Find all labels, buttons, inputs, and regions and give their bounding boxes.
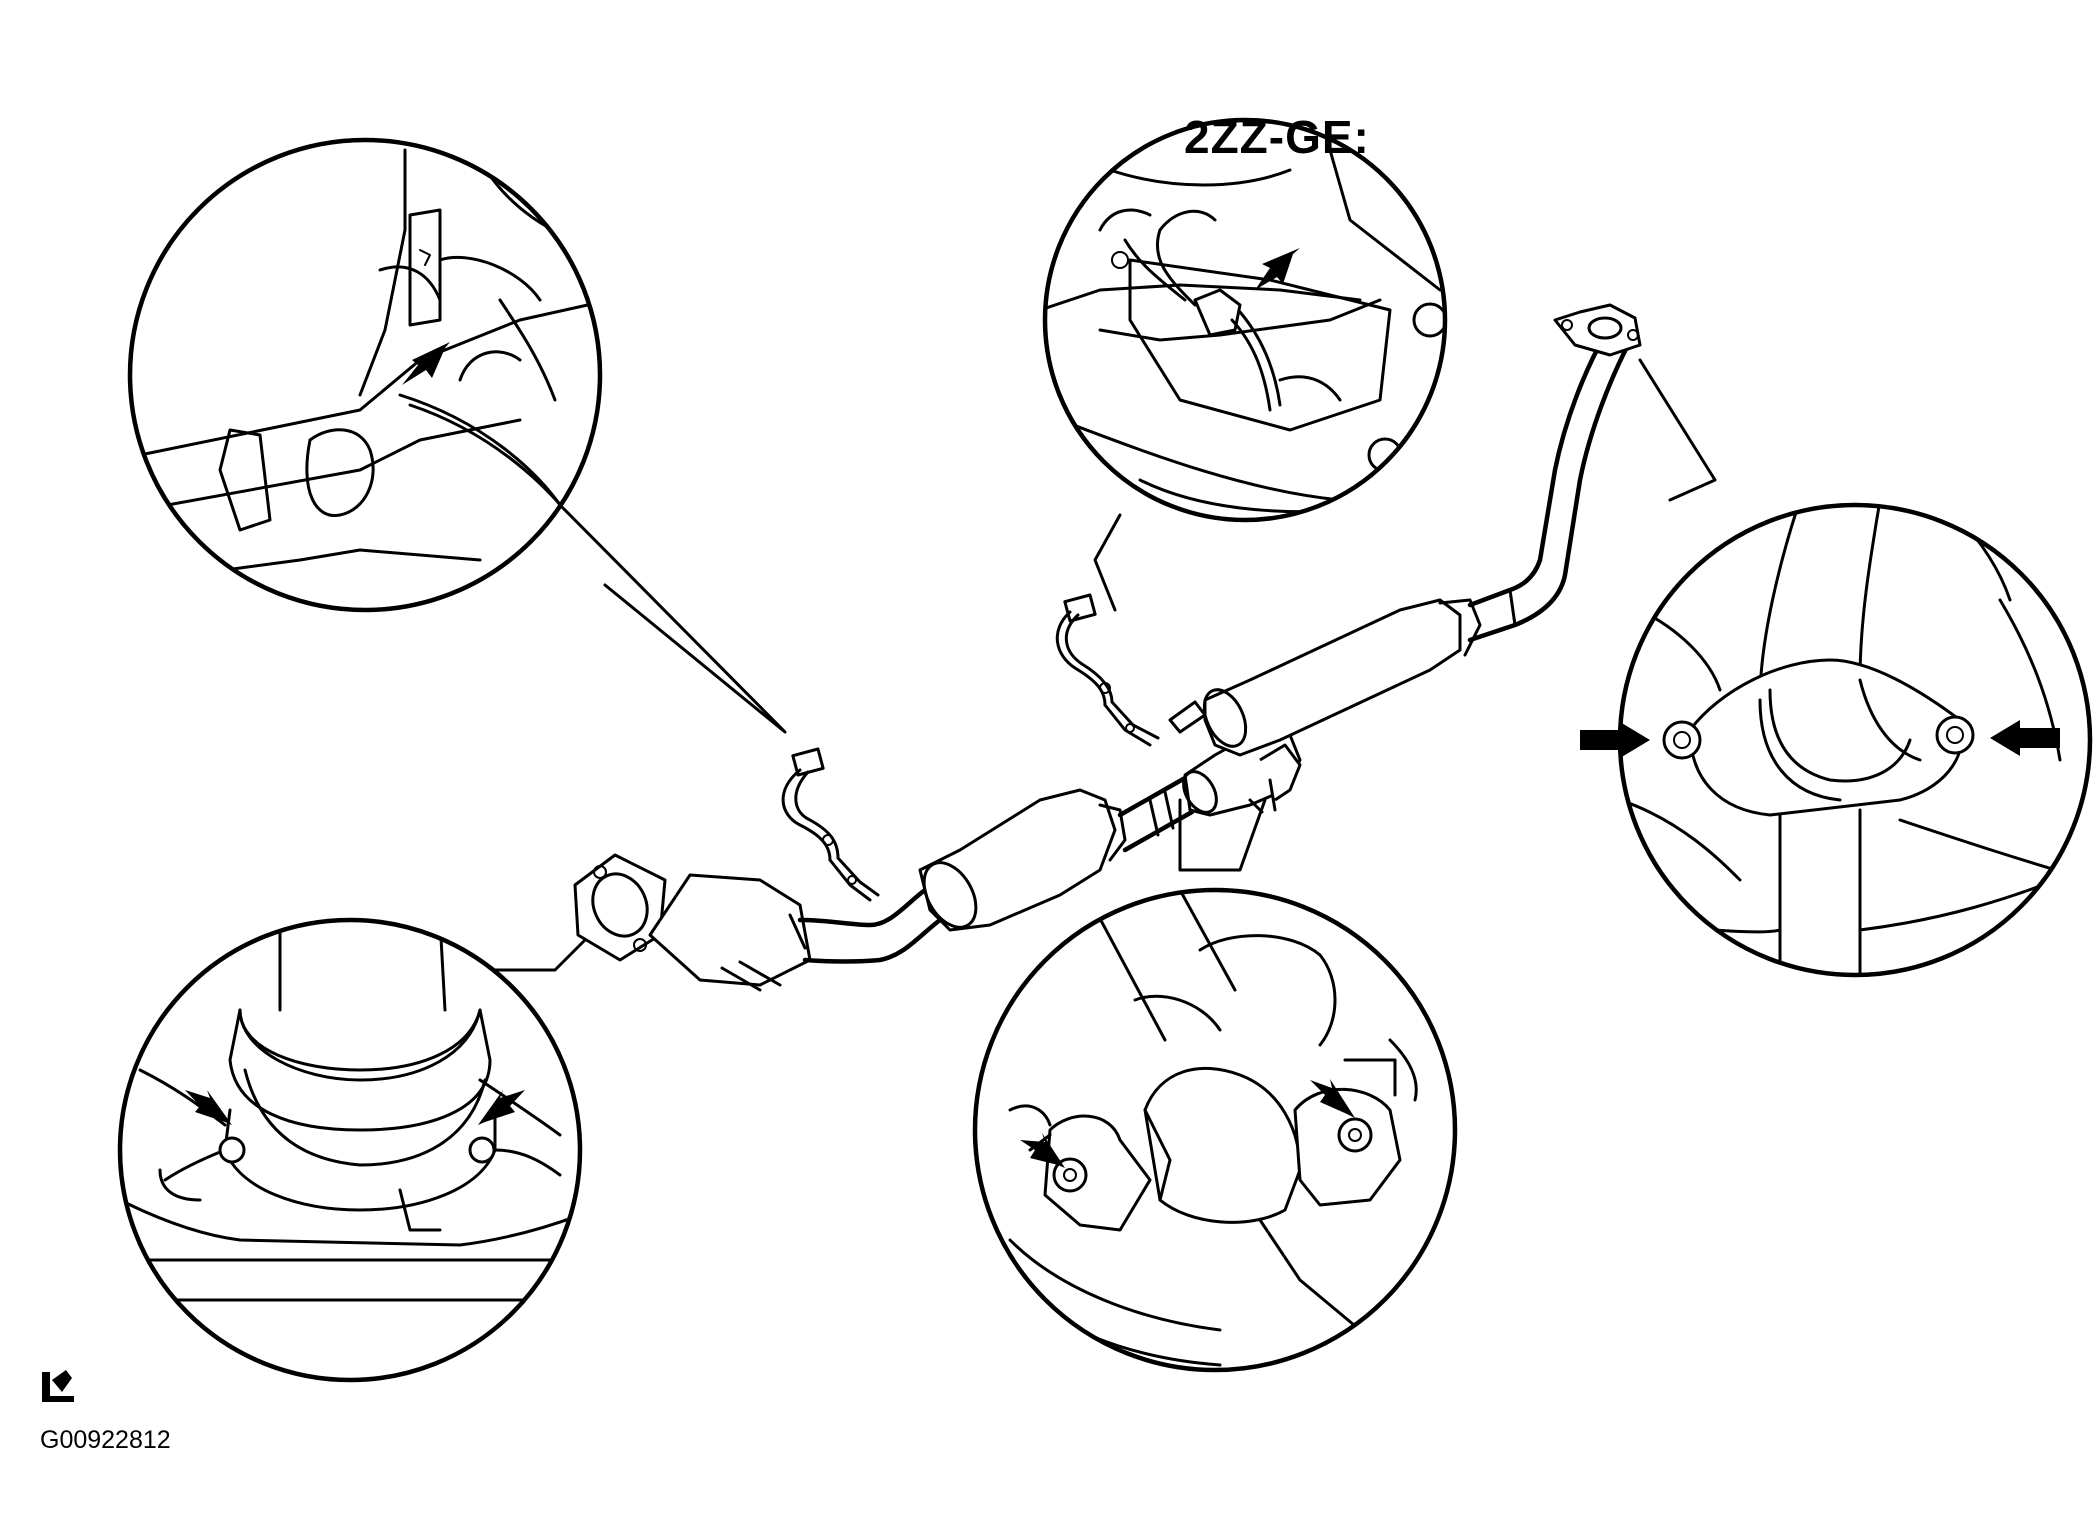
callout-front-oxygen-sensor — [127, 137, 787, 734]
front-oxygen-sensor-wire — [781, 747, 880, 902]
callout-tail-pipe-flange — [1580, 358, 2093, 978]
arrow-icon — [1990, 720, 2060, 756]
arrow-icon — [1580, 722, 1650, 758]
engine-label: 2ZZ-GE: — [1184, 111, 1370, 163]
main-muffler — [1202, 598, 1482, 757]
callout-center-pipe-flange — [972, 798, 1458, 1373]
publisher-logo-icon — [42, 1370, 74, 1402]
exhaust-pipe-assembly — [573, 303, 1642, 992]
arrow-icon — [402, 342, 450, 385]
front-flange — [573, 853, 667, 962]
figure-code: G00922812 — [40, 1426, 171, 1454]
rear-oxygen-sensor-wire — [1055, 593, 1160, 747]
arrow-icon — [1255, 248, 1300, 290]
sub-catalytic-converter — [918, 788, 1127, 932]
callout-rear-oxygen-sensor — [1042, 117, 1448, 612]
arrow-icon — [1310, 1079, 1355, 1118]
callout-front-pipe-flange — [117, 917, 587, 1383]
tail-flange — [1553, 303, 1642, 357]
arrow-icon — [1020, 1133, 1065, 1168]
arrow-icon — [185, 1090, 232, 1125]
arrow-icon — [478, 1090, 525, 1125]
front-catalytic-converter — [648, 873, 812, 992]
center-catalytic-converter — [1182, 728, 1302, 817]
